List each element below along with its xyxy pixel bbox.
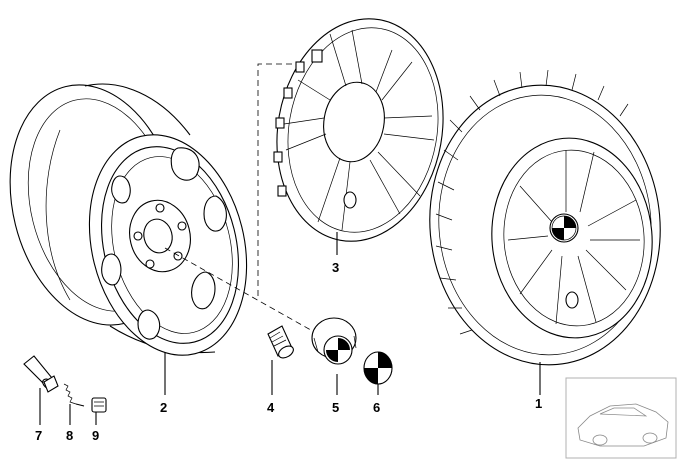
wheel-bolt: [267, 325, 294, 359]
complete-wheel-tire: [429, 69, 661, 366]
hubcap-bracket-line: [257, 63, 300, 296]
label-part-8: 8: [66, 428, 73, 443]
label-part-5: 5: [332, 400, 339, 415]
valve-cap: [91, 397, 107, 413]
tire-valve: [23, 355, 59, 393]
leader-lines: [39, 232, 541, 425]
label-part-6: 6: [373, 400, 380, 415]
label-part-9: 9: [92, 428, 99, 443]
hub-cap-emblem: [311, 317, 357, 365]
label-part-2: 2: [160, 400, 167, 415]
bolt-axis-line: [164, 247, 326, 339]
valve-core: [63, 383, 85, 407]
car-location-thumbnail: [565, 377, 677, 459]
emblem-badge: [363, 351, 393, 385]
label-part-3: 3: [332, 260, 339, 275]
label-part-4: 4: [267, 400, 275, 415]
label-part-1: 1: [535, 396, 542, 411]
steel-wheel-rim: [9, 83, 248, 356]
wheel-cover: [273, 18, 444, 242]
label-part-7: 7: [35, 428, 42, 443]
